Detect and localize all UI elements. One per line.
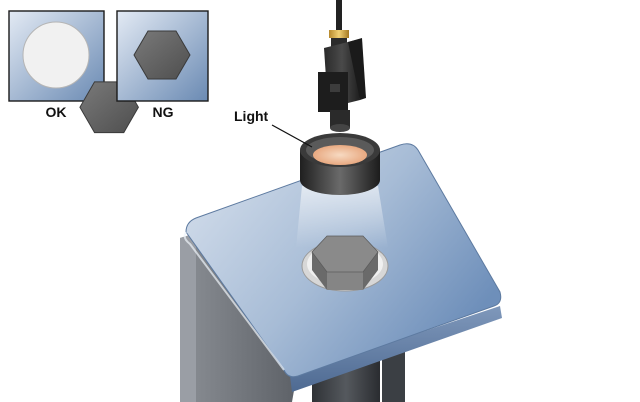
ng-sample-panel xyxy=(116,10,209,102)
light-label: Light xyxy=(234,108,269,124)
ok-sample-panel xyxy=(8,10,139,134)
ng-label: NG xyxy=(152,104,174,120)
ring-light xyxy=(300,133,380,195)
light-beam xyxy=(296,186,388,248)
hexagon-without-washer-icon xyxy=(133,30,191,80)
bolt-with-washer xyxy=(301,235,389,292)
light-leader-line xyxy=(271,124,313,148)
camera-sensor-icon xyxy=(318,0,366,132)
ok-label: OK xyxy=(45,104,67,120)
